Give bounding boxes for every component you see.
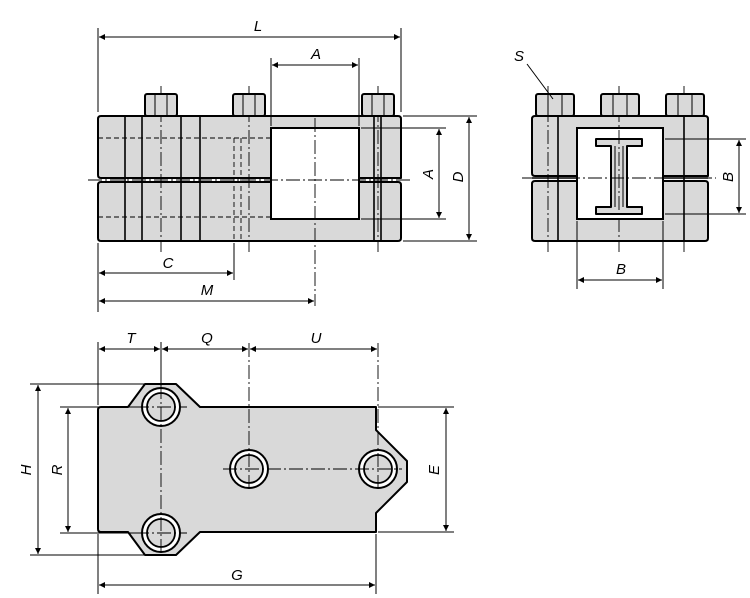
dim-T-label: T — [126, 330, 137, 347]
side-view: S B B — [514, 48, 746, 289]
bolt-head-3 — [361, 93, 395, 117]
dim-E-label: E — [426, 464, 443, 475]
dim-G-label: G — [231, 567, 243, 584]
side-bolt-head-2 — [600, 93, 640, 117]
dim-B-side-label: B — [720, 172, 737, 182]
bolt-head-2 — [232, 93, 266, 117]
dim-A-top-label: A — [310, 46, 321, 63]
dim-L-label: L — [254, 18, 262, 35]
dim-H-label: H — [18, 464, 35, 475]
dim-D-label: D — [450, 171, 467, 182]
side-bolt-head-1 — [535, 93, 575, 117]
dim-S-leader — [526, 63, 554, 100]
top-view: T Q U H R E G — [18, 330, 454, 594]
dim-Q-label: Q — [201, 330, 213, 347]
dim-R-label: R — [49, 464, 66, 475]
dim-C-label: C — [163, 255, 174, 272]
dim-U-label: U — [311, 330, 322, 347]
front-view: L A A D C M — [88, 18, 477, 312]
dim-S-label: S — [514, 48, 524, 65]
side-bolt-head-3 — [665, 93, 705, 117]
bolt-head-1 — [144, 93, 178, 117]
dim-A-side-label: A — [420, 169, 437, 180]
dim-M-label: M — [201, 282, 214, 299]
dim-B-bottom-label: B — [616, 261, 626, 278]
